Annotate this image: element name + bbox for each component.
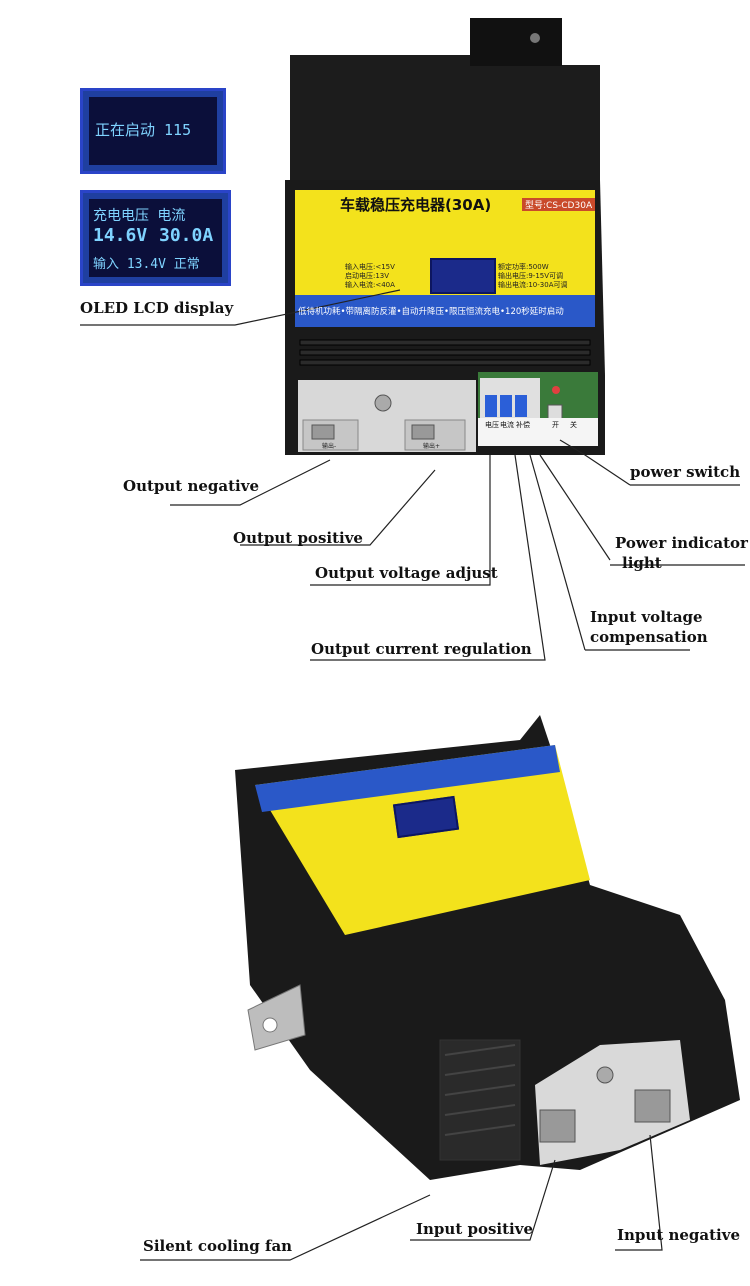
callout-lines	[80, 289, 745, 1261]
terminal-label-neg: 输出-	[322, 443, 337, 450]
label-input-voltage: Input voltage	[590, 608, 703, 626]
top-plate-spec-right-3: 输出电流:10-30A可调	[498, 281, 568, 289]
label-power-indicator: Power indicator	[615, 534, 748, 552]
switch-label-off: 关	[570, 421, 577, 429]
label-input-positive: Input positive	[416, 1220, 533, 1238]
label-input-negative: Input negative	[617, 1226, 741, 1244]
cooling-fan-vents	[439, 1039, 521, 1161]
label-output-current-regulation: Output current regulation	[311, 640, 532, 658]
top-plate-spec-left-1: 输入电压:<15V	[345, 263, 395, 271]
oled-voltage: 14.6V	[93, 225, 148, 246]
top-device-feature-band	[295, 295, 595, 327]
bottom-device-feature-band	[255, 745, 560, 812]
knob-label-compensation: 补偿	[516, 421, 530, 429]
top-plate-spec-right-2: 输出电压:9-15V可调	[498, 272, 564, 280]
label-oled-display: OLED LCD display	[80, 299, 234, 317]
label-power-switch: power switch	[630, 463, 741, 481]
oled-current: 30.0A	[159, 225, 214, 246]
compensation-knob	[515, 395, 527, 417]
oled-input-status: 输入 13.4V 正常	[93, 257, 200, 272]
top-plate-title: 车载稳压充电器(30A)	[340, 196, 492, 214]
switch-label-on: 开	[552, 421, 559, 429]
power-switch	[547, 404, 563, 420]
mounting-bracket	[247, 984, 306, 1051]
label-output-positive: Output positive	[233, 529, 363, 547]
label-output-voltage-adjust: Output voltage adjust	[315, 564, 498, 582]
top-plate-spec-right-1: 额定功率:500W	[498, 263, 549, 271]
top-plate-spec-left-3: 输入电流:<40A	[345, 281, 395, 289]
knob-label-voltage: 电压	[485, 421, 499, 429]
voltage-knob	[485, 395, 497, 417]
label-input-compensation: compensation	[590, 628, 708, 646]
top-plate-features: 低待机功耗•带隔离防反灌•自动升降压•限压恒流充电•120秒延时启动	[298, 307, 564, 317]
oled-charging-header: 充电电压 电流	[93, 208, 186, 224]
label-power-indicator-light: light	[622, 554, 662, 572]
knob-label-current: 电流	[500, 421, 514, 429]
label-silent-cooling-fan: Silent cooling fan	[143, 1237, 293, 1255]
oled-starting-text: 正在启动 115	[95, 121, 192, 139]
terminal-label-pos: 输出+	[423, 443, 441, 450]
power-indicator	[552, 386, 560, 394]
top-device-lcd	[430, 258, 496, 294]
oled-display-starting: 正在启动 115	[80, 88, 226, 174]
label-output-negative: Output negative	[123, 477, 259, 495]
current-knob	[500, 395, 512, 417]
oled-display-charging: 充电电压 电流 14.6V 30.0A 输入 13.4V 正常	[80, 190, 231, 286]
top-plate-model: 型号:CS-CD30A	[522, 198, 596, 211]
top-plate-spec-left-2: 启动电压:13V	[345, 272, 390, 280]
